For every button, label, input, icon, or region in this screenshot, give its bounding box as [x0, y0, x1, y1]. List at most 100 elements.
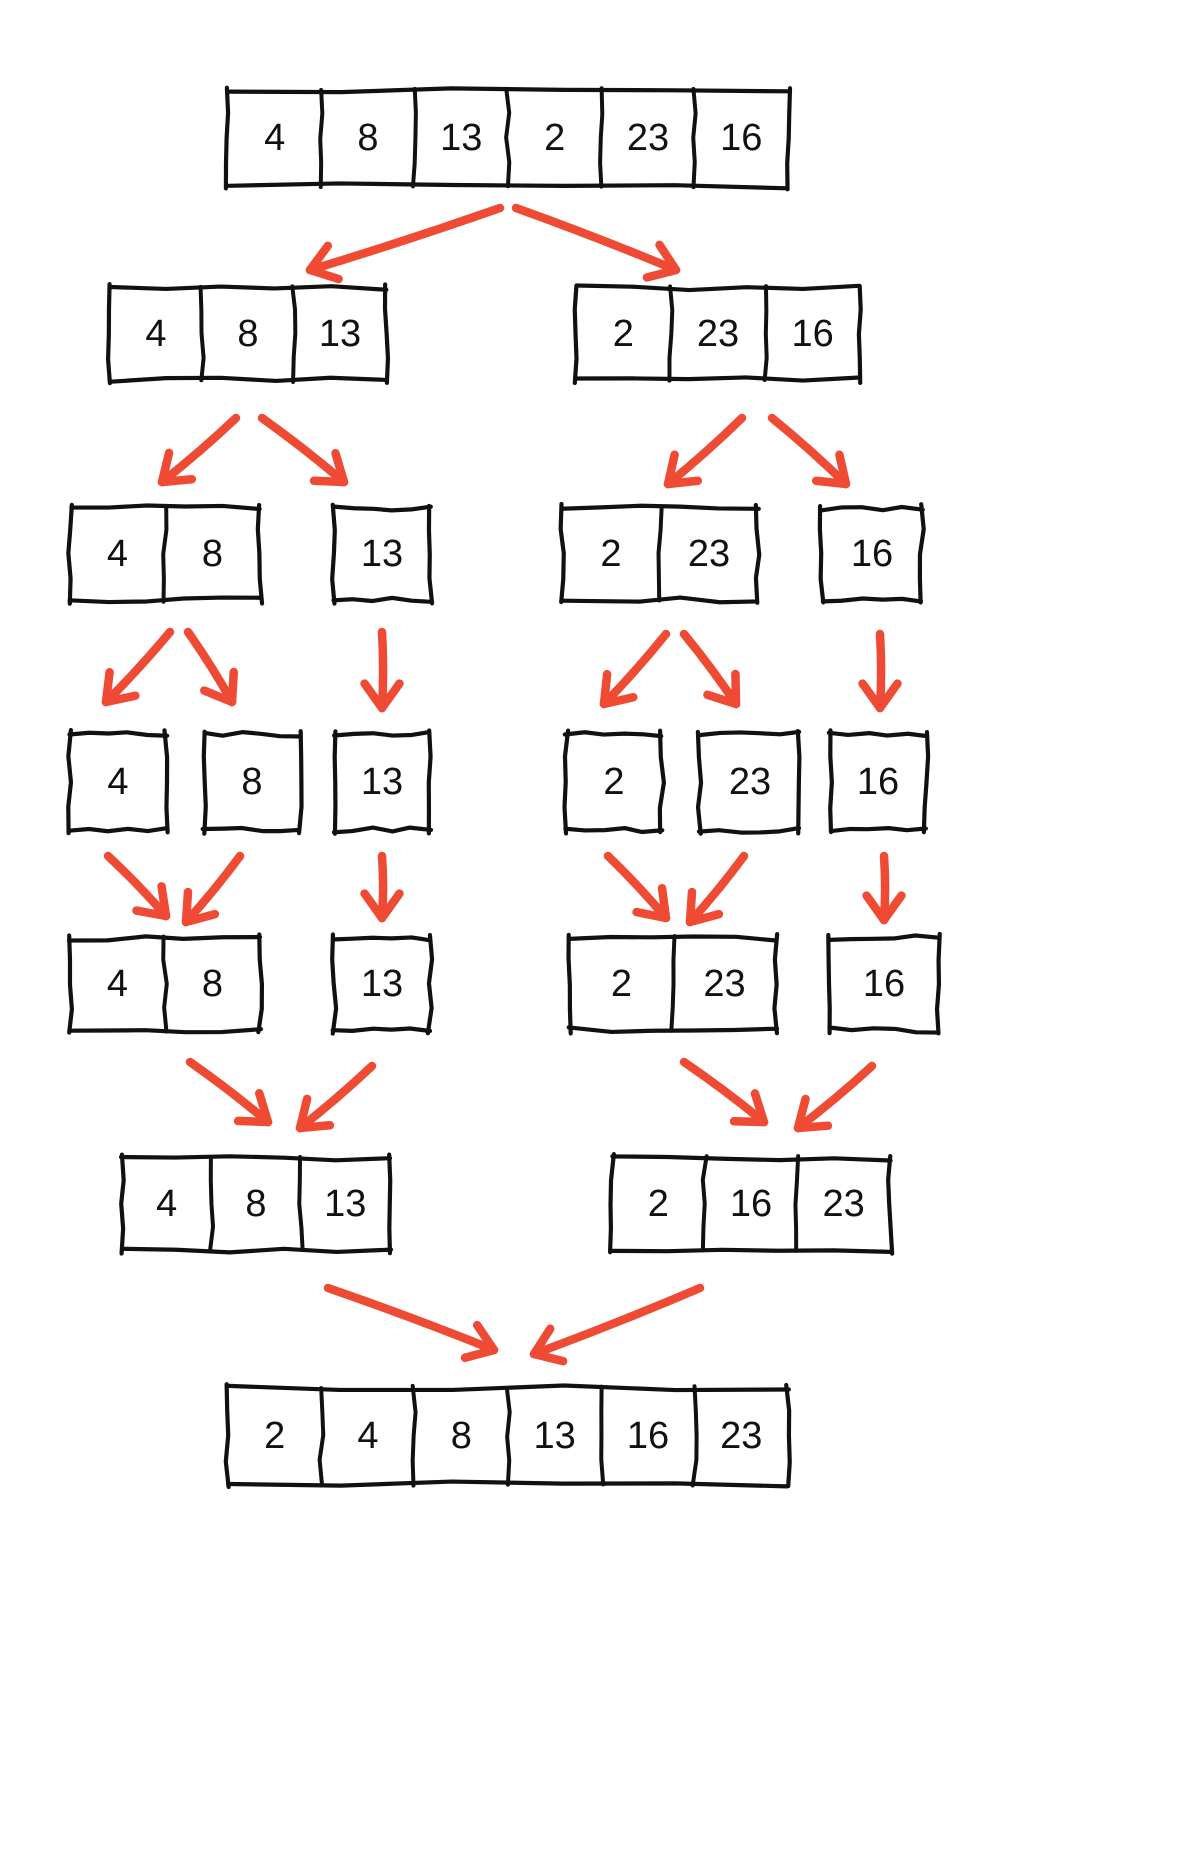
box-edge-bottom — [608, 1247, 893, 1255]
box-edge-right — [934, 931, 942, 1036]
array-box-array-16[interactable]: 16 — [817, 502, 926, 605]
cell-divider — [793, 1154, 801, 1253]
box-edge-top — [559, 503, 761, 511]
arrow-merged223-to-right-icon — [679, 1057, 769, 1127]
arrow-head-barb — [309, 476, 349, 487]
array-box-single-2[interactable]: 2 — [562, 728, 667, 836]
array-box-single-13[interactable]: 13 — [331, 728, 434, 836]
arrow-head-barb — [157, 882, 171, 921]
arrow-head-barb — [295, 1094, 312, 1133]
cell-divider — [290, 284, 298, 384]
box-edge-bottom — [331, 595, 433, 604]
box-edge-top — [574, 283, 862, 293]
box-edge-bottom — [330, 1026, 433, 1034]
array-cell-value: 2 — [611, 963, 632, 1005]
box-edge-right — [296, 729, 304, 836]
array-cell-value: 13 — [534, 1415, 576, 1457]
arrow-shaft — [793, 1061, 877, 1133]
arrow-4-to-merged48-icon — [103, 851, 171, 921]
arrow-head-barb — [377, 679, 404, 713]
box-edge-right — [387, 1152, 393, 1256]
array-cell-value: 2 — [613, 313, 634, 355]
array-cell-value: 16 — [851, 533, 893, 575]
box-edge-bottom — [820, 596, 924, 604]
arrow-head-barb — [529, 1349, 568, 1366]
arrow-left-to-13-icon — [257, 413, 349, 487]
box-edge-right — [382, 282, 391, 385]
arrow-left-to-sorted-icon — [323, 1283, 499, 1363]
arrow-right-to-sorted-icon — [529, 1283, 705, 1366]
array-box-merged-16[interactable]: 16 — [826, 931, 942, 1036]
box-edge-right — [256, 932, 265, 1035]
array-box-single-23[interactable]: 23 — [695, 728, 802, 836]
cell-divider — [700, 1154, 709, 1253]
box-edge-left — [66, 502, 74, 606]
cell-divider — [161, 504, 169, 604]
arrow-shaft — [767, 413, 851, 489]
array-box-single-16[interactable]: 16 — [826, 728, 931, 835]
arrow-head-barb — [632, 907, 671, 923]
arrow-head-barb — [729, 1117, 769, 1127]
cell-divider — [504, 86, 512, 189]
box-edge-bottom — [696, 826, 802, 835]
box-edge-bottom — [827, 1025, 939, 1035]
arrow-shaft — [685, 851, 749, 927]
arrow-head-barb — [793, 1094, 810, 1133]
array-cell-value: 8 — [245, 1183, 266, 1225]
arrow-shaft — [257, 413, 349, 487]
arrow-head-barb — [835, 450, 851, 489]
arrow-head-barb — [199, 686, 237, 707]
arrow-head-barb — [663, 476, 703, 489]
array-box-array-13[interactable]: 13 — [330, 502, 435, 606]
arrow-head-barb — [657, 884, 671, 923]
arrow-48-to-4-icon — [101, 627, 175, 707]
arrow-shaft — [185, 1057, 273, 1127]
box-edge-right — [162, 728, 170, 835]
array-cell-value: 2 — [600, 533, 621, 575]
cell-divider — [669, 934, 677, 1033]
arrow-shaft — [183, 627, 237, 707]
cell-divider — [656, 506, 664, 603]
cell-divider — [317, 1386, 326, 1488]
box-edge-top — [818, 504, 925, 513]
cell-divider — [667, 284, 675, 383]
cell-divider — [318, 87, 325, 189]
box-edge-top — [331, 730, 432, 738]
box-edge-right — [255, 502, 265, 606]
arrow-head-barb — [101, 667, 114, 707]
arrow-2-to-merged223-icon — [603, 851, 671, 923]
box-edge-left — [572, 283, 579, 386]
array-box-single-8[interactable]: 8 — [200, 729, 304, 836]
array-box-merged-13[interactable]: 13 — [330, 932, 435, 1036]
cell-divider — [297, 1154, 305, 1253]
arrow-shaft — [875, 629, 886, 713]
arrow-48-to-8-icon — [183, 627, 239, 707]
arrow-head-barb — [875, 679, 902, 713]
arrow-head-barb — [255, 1089, 273, 1127]
arrow-head-barb — [157, 448, 174, 487]
arrow-shaft — [295, 1061, 377, 1133]
array-box-single-4[interactable]: 4 — [66, 727, 170, 836]
array-cell-value: 16 — [863, 963, 905, 1005]
arrow-head-barb — [472, 1320, 499, 1355]
arrow-head-barb — [599, 669, 612, 709]
box-edge-right — [657, 728, 667, 835]
array-cell-value: 2 — [264, 1415, 285, 1457]
array-cell-value: 4 — [107, 963, 128, 1005]
arrow-left-to-48-icon — [157, 413, 241, 487]
cell-divider — [410, 1383, 418, 1488]
